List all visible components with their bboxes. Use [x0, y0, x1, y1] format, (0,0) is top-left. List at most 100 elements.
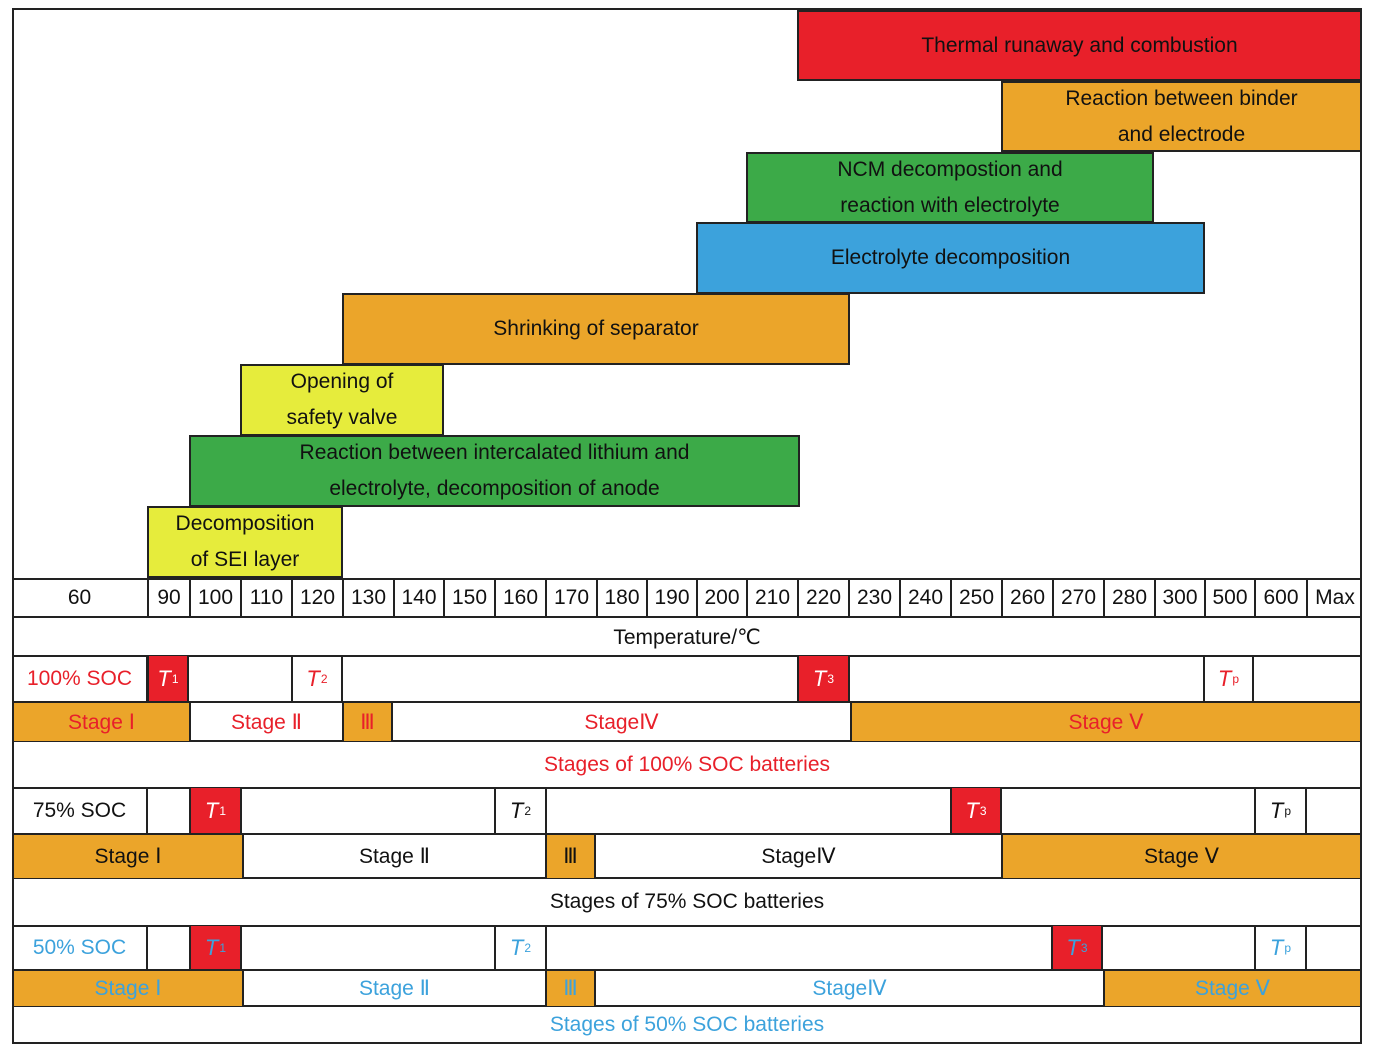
soc50-stage1: Stage Ⅰ — [14, 971, 242, 1006]
soc100-tp-sub: p — [1232, 671, 1240, 686]
bar-ncm-decomposition: NCM decompostion and reaction with elect… — [746, 152, 1154, 223]
soc100-line-b — [291, 656, 293, 701]
soc75-t1-sub: 1 — [219, 803, 227, 818]
temperature-axis-label-text: Temperature/℃ — [613, 625, 761, 649]
soc100-stage2-text: Stage Ⅱ — [230, 710, 303, 734]
soc75-t2: T — [509, 797, 524, 823]
soc50-stage2: Stage Ⅱ — [242, 971, 545, 1006]
soc75-stage5: Stage Ⅴ — [1001, 835, 1360, 878]
soc75-stage1: Stage Ⅰ — [14, 835, 242, 878]
soc100-t-row — [12, 655, 1362, 702]
soc100-tp: T — [1217, 665, 1232, 691]
temperature-tick-label: 260 — [1009, 586, 1046, 609]
soc50-label-text: 50% SOC — [32, 936, 127, 959]
soc50-caption: Stages of 50% SOC batteries — [12, 1007, 1362, 1043]
soc100-stage4: StageⅣ — [393, 703, 850, 741]
soc50-caption-text: Stages of 50% SOC batteries — [549, 1013, 825, 1036]
bar-valve-line2: safety valve — [286, 406, 398, 429]
soc75-t1: T — [204, 797, 219, 823]
bar-electrolyte-decomposition: Electrolyte decomposition — [696, 222, 1205, 294]
soc75-caption: Stages of 75% SOC batteries — [12, 879, 1362, 925]
temperature-tick: 240 — [899, 580, 950, 616]
temperature-tick: 120 — [291, 580, 342, 616]
soc50-t1-sub: 1 — [219, 940, 227, 955]
soc50-stage-row — [12, 969, 1362, 1007]
soc100-stage4-text: StageⅣ — [584, 710, 659, 734]
bar-lithium-reaction: Reaction between intercalated lithium an… — [189, 435, 800, 507]
temperature-tick: 60 — [12, 580, 147, 616]
temperature-tick-label: 500 — [1212, 586, 1248, 609]
bar-safety-valve: Opening of safety valve — [240, 364, 444, 436]
soc50-stage5: Stage Ⅴ — [1103, 971, 1360, 1006]
soc75-stage4: StageⅣ — [596, 835, 1001, 878]
temperature-tick-label: 170 — [553, 586, 590, 609]
temperature-tick-label: 150 — [451, 586, 488, 609]
temperature-tick: 260 — [1001, 580, 1052, 616]
soc50-t-row — [12, 925, 1362, 970]
soc50-t1: T — [204, 934, 219, 960]
temperature-tick-label: 140 — [401, 586, 437, 609]
temperature-tick-label: 280 — [1111, 586, 1148, 609]
soc75-tp: T — [1269, 797, 1284, 823]
soc50-line-a — [146, 926, 148, 969]
bar-binder-line2: and electrode — [1117, 122, 1246, 146]
temperature-tick: 230 — [848, 580, 899, 616]
bar-sei-line1: Decomposition — [175, 512, 315, 535]
bar-separator-label: Shrinking of separator — [493, 317, 699, 340]
temperature-tick: 600 — [1254, 580, 1306, 616]
soc75-stage2: Stage Ⅱ — [242, 835, 545, 878]
bar-sei-line2: of SEI layer — [190, 548, 300, 571]
soc75-tp-sub: p — [1284, 803, 1292, 818]
temperature-tick: 110 — [240, 580, 291, 616]
temperature-tick: 270 — [1052, 580, 1103, 616]
soc100-t2: T — [306, 665, 320, 691]
temperature-tick: 150 — [443, 580, 494, 616]
bar-binder-line1: Reaction between binder — [1065, 86, 1298, 110]
soc100-stage1-text: Stage Ⅰ — [68, 710, 135, 734]
soc75-t-row — [12, 787, 1362, 834]
soc50-stage2-text: Stage Ⅱ — [358, 977, 431, 1000]
soc50-stage5-text: Stage Ⅴ — [1194, 977, 1271, 1000]
temperature-tick: 300 — [1154, 580, 1204, 616]
soc50-tp: T — [1269, 934, 1284, 960]
temperature-tick-label: 230 — [856, 586, 893, 609]
soc100-caption-text: Stages of 100% SOC batteries — [544, 753, 830, 776]
temperature-tick: 90 — [147, 580, 189, 616]
soc100-stage5-text: Stage Ⅴ — [1068, 710, 1144, 734]
temperature-tick: 170 — [545, 580, 596, 616]
soc75-caption-text: Stages of 75% SOC batteries — [549, 890, 825, 913]
soc75-stage1-text: Stage Ⅰ — [94, 845, 162, 868]
temperature-tick: 130 — [342, 580, 393, 616]
bar-thermal-runaway: Thermal runaway and combustion — [797, 10, 1362, 81]
soc75-stage5-text: Stage Ⅴ — [1143, 845, 1220, 868]
soc75-label-text: 75% SOC — [32, 799, 127, 822]
bar-valve-line1: Opening of — [290, 370, 394, 393]
bar-binder-electrode: Reaction between binder and electrode — [1001, 81, 1362, 152]
soc100-t3: T — [812, 665, 827, 691]
soc75-stage2-text: Stage Ⅱ — [358, 845, 431, 868]
soc100-t3-sub: 3 — [827, 671, 835, 686]
soc75-t3: T — [965, 797, 979, 823]
soc100-t1-sub: 1 — [171, 671, 179, 686]
bar-sei-decomposition: Decomposition of SEI layer — [147, 506, 343, 578]
bar-lithium-line1: Reaction between intercalated lithium an… — [299, 441, 690, 464]
temperature-tick-label: 120 — [299, 586, 336, 609]
soc100-caption: Stages of 100% SOC batteries — [12, 743, 1362, 787]
bar-electrolyte-label: Electrolyte decomposition — [830, 246, 1071, 269]
soc100-stage2: Stage Ⅱ — [189, 703, 342, 741]
temperature-tick: 100 — [189, 580, 240, 616]
temperature-tick-label: 300 — [1162, 586, 1198, 609]
temperature-tick-label: 130 — [350, 586, 387, 609]
soc75-stage-row — [12, 833, 1362, 879]
soc75-stage3-text: Ⅲ — [563, 845, 578, 868]
soc50-stage1-text: Stage Ⅰ — [94, 977, 162, 1000]
bar-ncm-line1: NCM decompostion and — [837, 157, 1063, 181]
temperature-tick-label: 250 — [958, 586, 995, 609]
soc50-t2-sub: 2 — [524, 940, 532, 955]
soc100-t1: T — [157, 665, 171, 691]
